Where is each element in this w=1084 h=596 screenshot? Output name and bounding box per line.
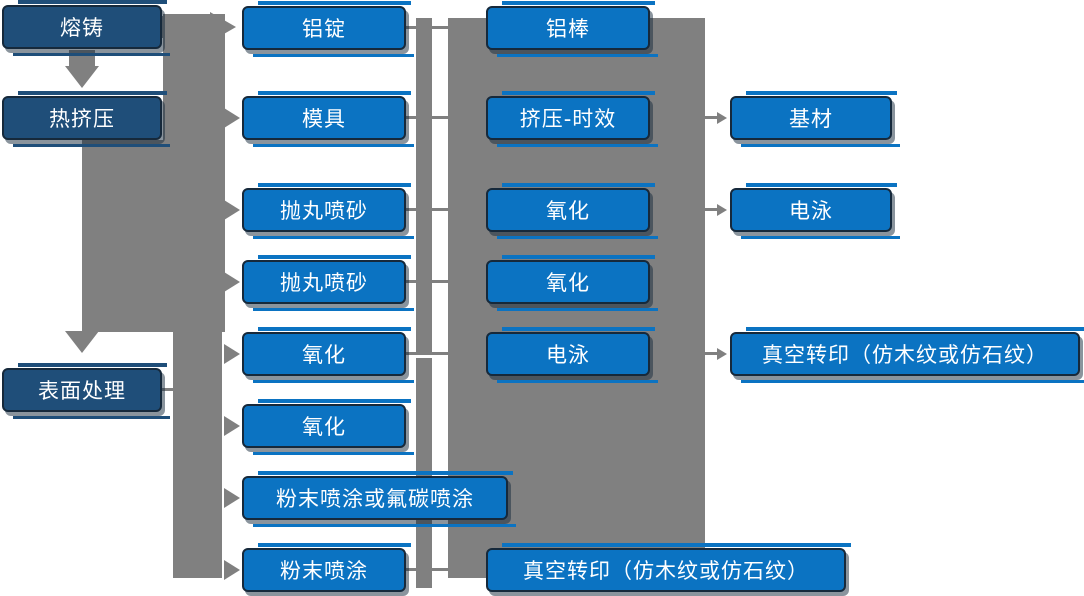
- node-oxidation-3: 氧化: [486, 183, 658, 239]
- arrow-right-icon: [224, 108, 240, 128]
- node-hot-extrusion: 热挤压: [2, 91, 170, 147]
- arrow-right-icon: [224, 344, 240, 364]
- connector-arrow-line: [703, 208, 719, 211]
- node-oxidation-2: 氧化: [242, 399, 414, 455]
- arrow-right-icon: [224, 272, 240, 292]
- node-aluminum-rod: 铝棒: [486, 1, 658, 57]
- node-electrophoresis-1: 电泳: [486, 327, 658, 383]
- connector-tie-line: [405, 208, 449, 211]
- node-oxidation-4: 氧化: [486, 255, 658, 311]
- node-surface-treatment: 表面处理: [2, 363, 170, 419]
- connector-surface-treatment-link: [162, 388, 175, 391]
- connector-block-left: [82, 140, 225, 332]
- arrow-down-icon: [65, 66, 99, 88]
- node-powder-or-fluorocarbon: 粉末喷涂或氟碳喷涂: [242, 471, 516, 527]
- node-shot-blasting-1: 抛丸喷砂: [242, 183, 414, 239]
- arrow-right-icon: [717, 112, 727, 124]
- connector-vertical-band-lower: [173, 332, 222, 578]
- arrow-right-icon: [717, 204, 727, 216]
- node-powder-coating: 粉末喷涂: [242, 543, 411, 592]
- node-vacuum-transfer-right: 真空转印（仿木纹或仿石纹）: [730, 327, 1084, 383]
- connector-tie-line: [405, 26, 449, 29]
- node-oxidation-1: 氧化: [242, 327, 414, 383]
- node-electrophoresis-2: 电泳: [730, 183, 900, 239]
- connector-tie-line: [405, 352, 449, 355]
- arrow-right-icon: [224, 200, 240, 220]
- connector-arrow-line: [703, 352, 719, 355]
- arrow-down-icon: [65, 331, 99, 353]
- node-melting-casting: 熔铸: [2, 0, 170, 56]
- node-substrate: 基材: [730, 91, 900, 147]
- node-aluminum-ingot: 铝锭: [242, 1, 414, 57]
- connector-tie-line: [405, 280, 449, 283]
- node-vacuum-transfer-bottom: 真空转印（仿木纹或仿石纹）: [486, 543, 851, 592]
- node-mold: 模具: [242, 91, 414, 147]
- arrow-right-icon: [717, 348, 727, 360]
- connector-tie-line: [405, 116, 449, 119]
- node-shot-blasting-2: 抛丸喷砂: [242, 255, 414, 311]
- connector-tie-line: [405, 568, 449, 571]
- arrow-right-icon: [224, 488, 240, 508]
- connector-arrow-line: [703, 116, 719, 119]
- node-extrusion-aging: 挤压-时效: [486, 91, 658, 147]
- connector-collector-bar-upper: [416, 18, 432, 352]
- arrow-right-icon: [224, 416, 240, 436]
- arrow-right-icon: [224, 560, 240, 580]
